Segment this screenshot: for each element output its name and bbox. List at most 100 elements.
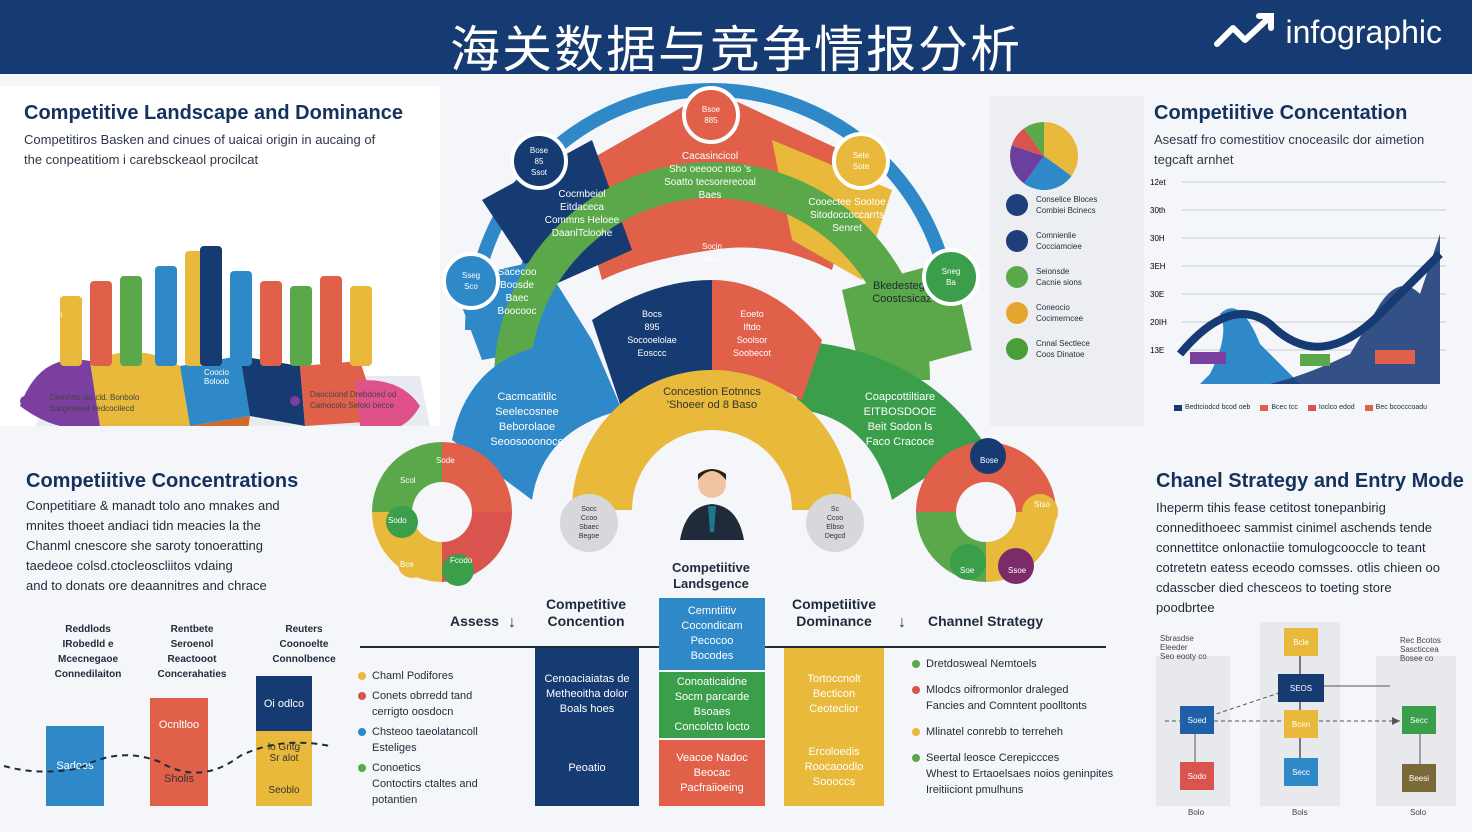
- flow-node-right-1-label: Secc: [1410, 715, 1428, 725]
- pie-slice: [1011, 128, 1044, 156]
- table-col2-bottom-text: Veacoe Nadoc Beocac Pacfraiioeing: [676, 751, 748, 794]
- pie-legend-label: Coneocio Cocimerncee: [1036, 303, 1084, 323]
- logo-text: infographic: [1285, 13, 1442, 50]
- table-head-dominance: Competiitive Dominance: [791, 596, 876, 629]
- list-bullet: [358, 672, 366, 680]
- wheel-text-layer: Cacasincicol Sho oeeooc nso 's Soatto te…: [392, 80, 1032, 620]
- right-list-item: Mlodcs oifrormonlor draleged Fancies and…: [912, 682, 1152, 714]
- left-list-item: Conoetics Contoctirs ctaltes and potanti…: [358, 760, 528, 808]
- right-list-item: Dretdosweal Nemtoels: [912, 656, 1152, 672]
- list-bullet: [358, 692, 366, 700]
- wheel-chip-right: Sc Ccoo Elbso Degcd: [806, 494, 864, 552]
- concentrations-panel: Competiitive Concentrations Conpetitiare…: [0, 466, 360, 832]
- wheel-segment-blue: Sacecoo Boosde Baec Boocooc: [497, 267, 537, 317]
- flow-node-seos: SEOS: [1278, 674, 1324, 702]
- left-list-text: Conoetics Contoctirs ctaltes and potanti…: [372, 762, 478, 806]
- landscape-legend-2: bacgeaeed eedcocilecd: [50, 404, 135, 413]
- list-bullet: [912, 686, 920, 694]
- wheel-bubble: Bsoe 885: [682, 86, 740, 144]
- map-label-pink: Ecol: [372, 318, 388, 327]
- concentrations-desc-line: mnites thoeet andiaci tidn meacies la th…: [26, 518, 261, 533]
- person-icon: [680, 469, 744, 540]
- channel-desc-line: cotretetn eatess eceodo comsses. otlis c…: [1156, 560, 1440, 575]
- strategy-wheel: [452, 83, 982, 510]
- flow-node-mid-2: Secc: [1284, 758, 1318, 786]
- wheel-center-title: Concestion Eotnncs 'Shoeer od 8 Baso: [663, 386, 761, 411]
- left-list-text: Conets obrredd tand cerrigto oosdocn: [372, 690, 473, 718]
- pie-legend-label: Conselice Bloces Combiei Bcinecs: [1036, 195, 1098, 215]
- left-list-item: Chsteoo taeolatancoll Esteliges: [358, 724, 528, 756]
- map-label-purple: Bu Ben: [36, 310, 63, 319]
- legend-circle-icon: [1006, 194, 1028, 216]
- pie-legend-item: Cnnal Sectlece Coos Dinatoe: [1006, 338, 1136, 360]
- concentrations-desc: Conpetitiare & manadt tolo ano mnakes an…: [26, 496, 280, 596]
- chart-legend-item: Bec bcocccoadu: [1364, 404, 1427, 411]
- landscape-title: Competitive Landscape and Dominance: [24, 102, 403, 124]
- channel-desc-line: connedithoeec sammist cinimel aschends t…: [1156, 520, 1433, 535]
- pie-slice: [1024, 156, 1072, 190]
- list-bullet: [912, 754, 920, 762]
- chart-legend-label: Bedtciodcd bcod oeb: [1185, 404, 1251, 411]
- wheel-bubble: Sneg Ba: [922, 248, 980, 306]
- down-arrow-1: ↓: [508, 614, 516, 631]
- flow-node-left-2-label: Sodo: [1187, 771, 1207, 781]
- channel-title: Chanel Strategy and Entry Mode: [1156, 470, 1464, 492]
- wheel-segment-green: Bkedestego Coostcsicaz: [872, 280, 932, 305]
- chart-legend-item: Ioclco edod: [1307, 404, 1355, 411]
- pie-legend-item: Comnienlie Cocciamciee: [1006, 230, 1136, 252]
- table-head-channel: Channel Strategy: [928, 613, 1044, 629]
- flow-node-left-1: Soed: [1180, 706, 1214, 734]
- landscape-desc-1: Competitiros Basken and cinues of uaicai…: [24, 132, 376, 147]
- table-col1-text: Cenoaciaiatas de Metheoitha dolor Boals …: [544, 673, 630, 715]
- pie-legend-label: Cnnal Sectlece Coos Dinatoe: [1036, 339, 1090, 359]
- channel-desc: Iheperm tihis fease cetitost tonepanbiri…: [1156, 498, 1440, 618]
- bar-ocnltloo-bottom: Sholis: [164, 773, 194, 785]
- logo: infographic: [1213, 12, 1442, 52]
- bar-oi-odlco-top: Oi odlco: [256, 676, 312, 731]
- y-tick-label: 12et: [1150, 178, 1166, 187]
- channel-desc-line: poodbrtee: [1156, 600, 1215, 615]
- bar-oi-odlco-bottom: Seoblo: [268, 784, 300, 796]
- flow-node-seos-label: SEOS: [1289, 683, 1313, 693]
- landscape-legend-1: Demnrts oio cld. Bonbolo: [50, 393, 140, 402]
- list-bullet: [912, 660, 920, 668]
- flow-head-right: Rec Bcotos Sascticcea Bosee co: [1400, 636, 1441, 663]
- channel-desc-line: cdasscber died chesceos to toeting store: [1156, 580, 1392, 595]
- pie-legend-label: Seionsde Cacnie sions: [1036, 267, 1082, 287]
- left-list-text: Chaml Podifores: [372, 670, 454, 682]
- channel-desc-line: Iheperm tihis fease cetitost tonepanbiri…: [1156, 500, 1386, 515]
- table-head-assess: Assess: [450, 613, 500, 629]
- list-bullet: [358, 728, 366, 736]
- chart-legend-label: Ioclco edod: [1318, 404, 1355, 411]
- wheel-bubble: Sete Sote: [832, 132, 890, 190]
- list-bullet: [912, 728, 920, 736]
- flow-node-mid: Bcen: [1284, 710, 1318, 738]
- pie-legend-item: Seionsde Cacnie sions: [1006, 266, 1136, 288]
- flow-node-top-label: Bcle: [1293, 637, 1309, 647]
- concentrations-desc-line: and to donats ore deaannitres and chrace: [26, 578, 267, 593]
- concentration-title: Competiitive Concentation: [1154, 102, 1408, 124]
- legend-circle-icon: [1006, 230, 1028, 252]
- pie-slice: [1024, 122, 1044, 156]
- bar-ocnltloo: Ocnltloo Sholis: [150, 698, 208, 806]
- wheel-inner-red: Eoeto Iftdo Soolsor Soobecot: [732, 309, 772, 358]
- table-col2-mid-text: Conoaticaidne Socm parcarde Bsoaes Conco…: [674, 676, 750, 733]
- wheel-segment-top: Cacasincicol Sho oeeooc nso 's Soatto te…: [664, 151, 756, 201]
- table-col2-mid: Conoaticaidne Socm parcarde Bsoaes Conco…: [659, 672, 765, 738]
- pie-slice: [1044, 122, 1078, 176]
- flow-node-right-2: Beesi: [1402, 764, 1436, 792]
- left-list-item: Conets obrredd tand cerrigto oosdocn: [358, 688, 528, 720]
- pie-legend-item: Conselice Bloces Combiei Bcinecs: [1006, 194, 1136, 216]
- bar-oi-odlco-mid: lo Gritg Sr alot: [267, 741, 301, 764]
- table-col2-bottom: Veacoe Nadoc Beocac Pacfraiioeing: [659, 740, 765, 806]
- chart-legend-swatch: [1260, 404, 1269, 411]
- chart-legend-swatch: [1307, 404, 1316, 411]
- down-arrow-2: ↓: [898, 614, 906, 631]
- chart-legend-item: Bedtciodcd bcod oeb: [1174, 404, 1250, 411]
- page-title: 海关数据与竞争情报分析: [450, 21, 1022, 79]
- y-tick-label: 30th: [1150, 206, 1166, 215]
